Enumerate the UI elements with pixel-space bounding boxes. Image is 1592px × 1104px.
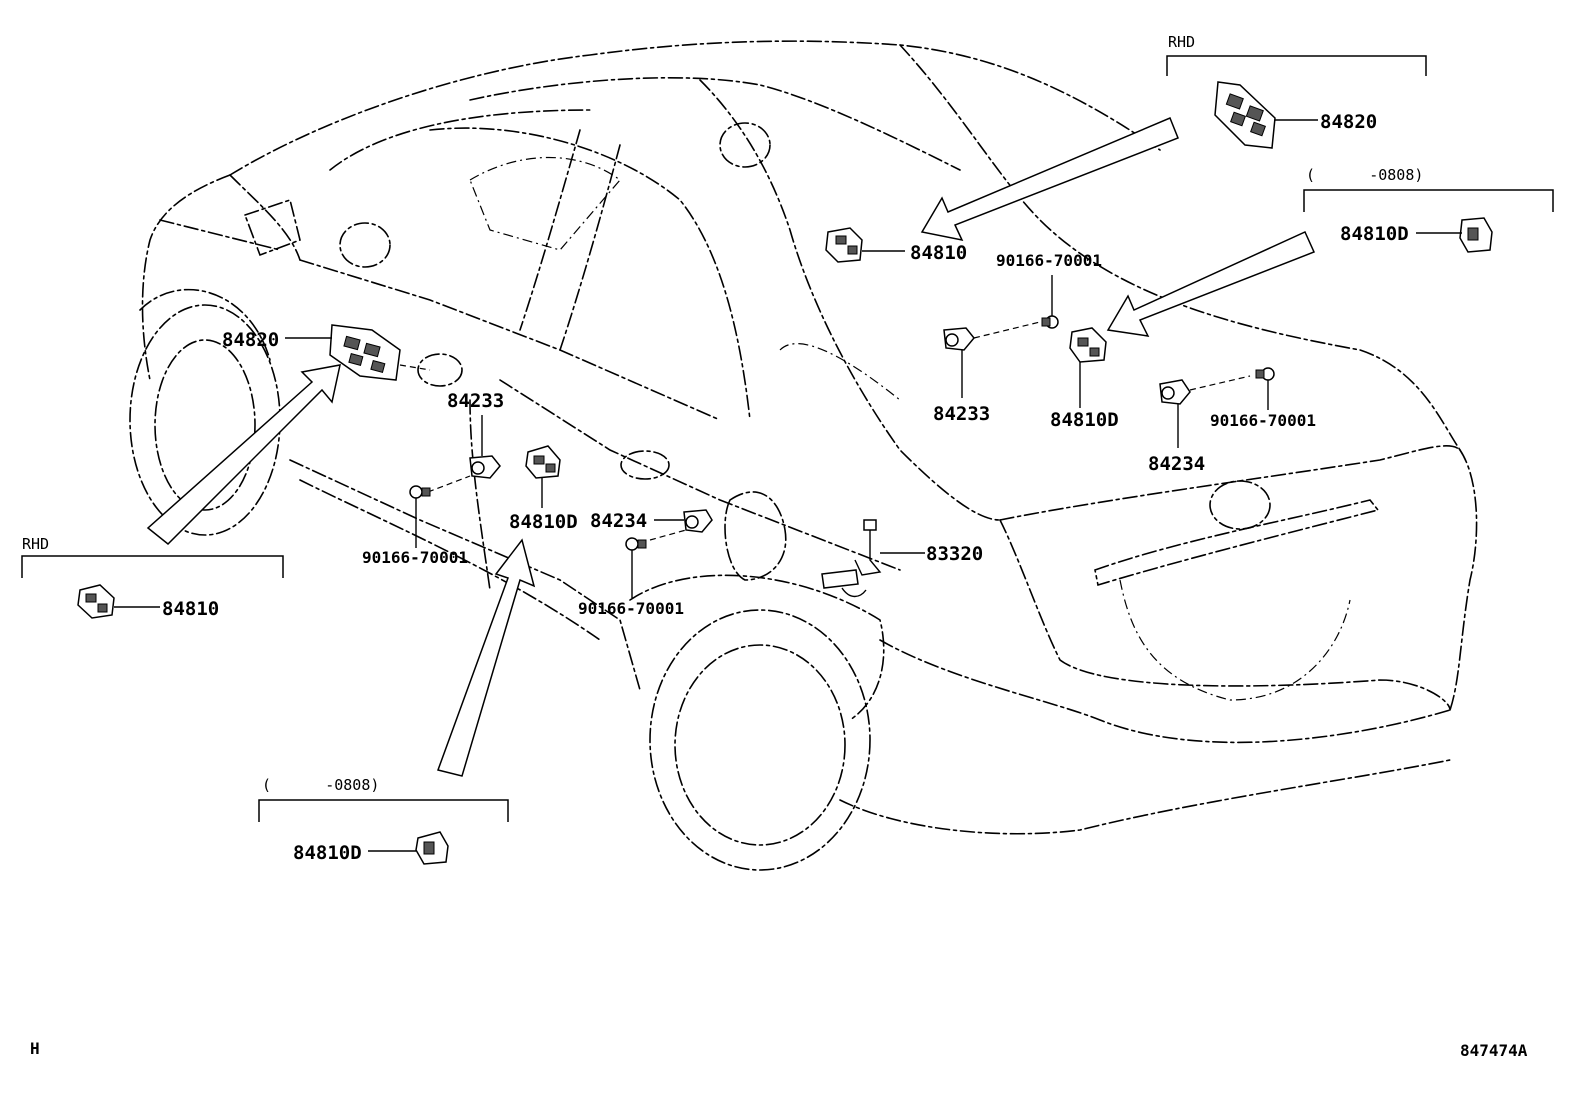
note-rhd-top: RHD	[1168, 33, 1195, 51]
label-screw-front-door: 90166-70001	[362, 548, 468, 567]
label-84233-rear: 84233	[933, 403, 990, 425]
part-84810D-rear-left	[525, 445, 561, 479]
part-84234-rear	[1159, 379, 1191, 405]
car-body-outline	[129, 40, 1478, 871]
label-84810-main: 84810	[910, 242, 967, 264]
note-date-right: ( -0808)	[1306, 166, 1423, 184]
arrow-lower	[437, 538, 536, 777]
label-screw-top: 90166-70001	[996, 251, 1102, 270]
label-83320: 83320	[926, 543, 983, 565]
part-83320	[821, 519, 882, 598]
part-screw-right	[1255, 367, 1275, 381]
label-84810D-box-right: 84810D	[1340, 223, 1409, 245]
part-84810-switch-rhd	[77, 584, 115, 619]
part-84810D-box-left	[415, 831, 449, 865]
label-84234-rear: 84234	[1148, 453, 1205, 475]
label-screw-right: 90166-70001	[1210, 411, 1316, 430]
bracket-rhd-top	[1166, 55, 1427, 76]
bracket-date-left	[258, 799, 509, 822]
label-84810D-box-left: 84810D	[293, 842, 362, 864]
part-84810D-box-right	[1459, 217, 1493, 253]
bracket-date-right	[1303, 189, 1554, 212]
part-84233-front	[469, 455, 501, 479]
label-84820-rhd: 84820	[1320, 111, 1377, 133]
part-screw-top	[1041, 315, 1059, 329]
arrow-right	[1106, 231, 1316, 337]
part-84820-switch-main	[329, 324, 401, 381]
label-84810D-rear-right: 84810D	[1050, 409, 1119, 431]
label-84233-front: 84233	[447, 390, 504, 412]
label-84234-front: 84234	[590, 510, 647, 532]
part-84820-switch-rhd	[1214, 81, 1276, 149]
footer-left-code: H	[30, 1039, 40, 1058]
label-84810-rhd: 84810	[162, 598, 219, 620]
assembly-arrows	[146, 117, 1316, 777]
label-84810D-rear-left: 84810D	[509, 511, 578, 533]
bracket-rhd-left	[21, 555, 284, 578]
part-screw-rear-door	[625, 537, 647, 551]
arrow-left	[146, 364, 341, 546]
label-84820-main: 84820	[222, 329, 279, 351]
note-rhd-left: RHD	[22, 535, 49, 553]
part-84810D-rear-right	[1069, 327, 1107, 363]
part-84234-front	[683, 509, 713, 533]
part-84233-rear	[943, 327, 975, 351]
footer-diagram-code: 847474A	[1460, 1041, 1528, 1060]
part-84810-switch-top	[825, 227, 863, 263]
label-screw-rear-door: 90166-70001	[578, 599, 684, 618]
arrow-top	[920, 117, 1179, 242]
note-date-left: ( -0808)	[262, 776, 379, 794]
part-screw-front-door	[409, 485, 431, 499]
